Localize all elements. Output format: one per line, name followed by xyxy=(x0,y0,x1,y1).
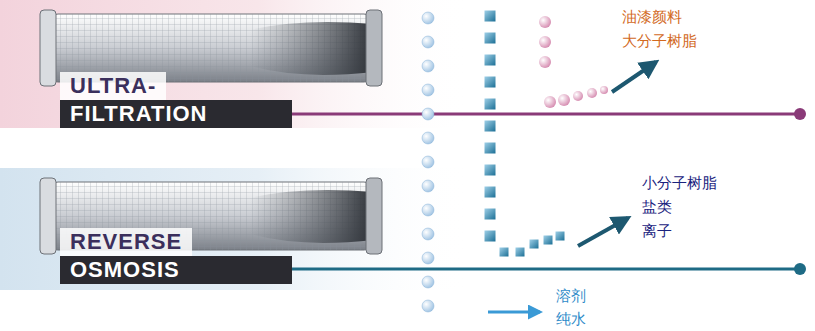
membrane-label: REVERSEOSMOSIS xyxy=(60,228,292,284)
substance-label: 油漆颜料 xyxy=(622,8,682,26)
membrane-label: ULTRA-FILTRATION xyxy=(60,72,292,128)
substance-label: 大分子树脂 xyxy=(622,32,697,50)
substance-label: 溶剂 xyxy=(556,287,586,305)
substance-label: 小分子树脂 xyxy=(642,174,717,192)
membrane-name: OSMOSIS xyxy=(60,256,292,284)
substance-label: 离子 xyxy=(642,222,672,240)
membrane-name: ULTRA- xyxy=(60,72,166,100)
substance-label: 纯水 xyxy=(556,310,586,328)
membrane-name: REVERSE xyxy=(60,228,192,256)
membrane-name: FILTRATION xyxy=(60,100,292,128)
substance-label: 盐类 xyxy=(642,198,672,216)
